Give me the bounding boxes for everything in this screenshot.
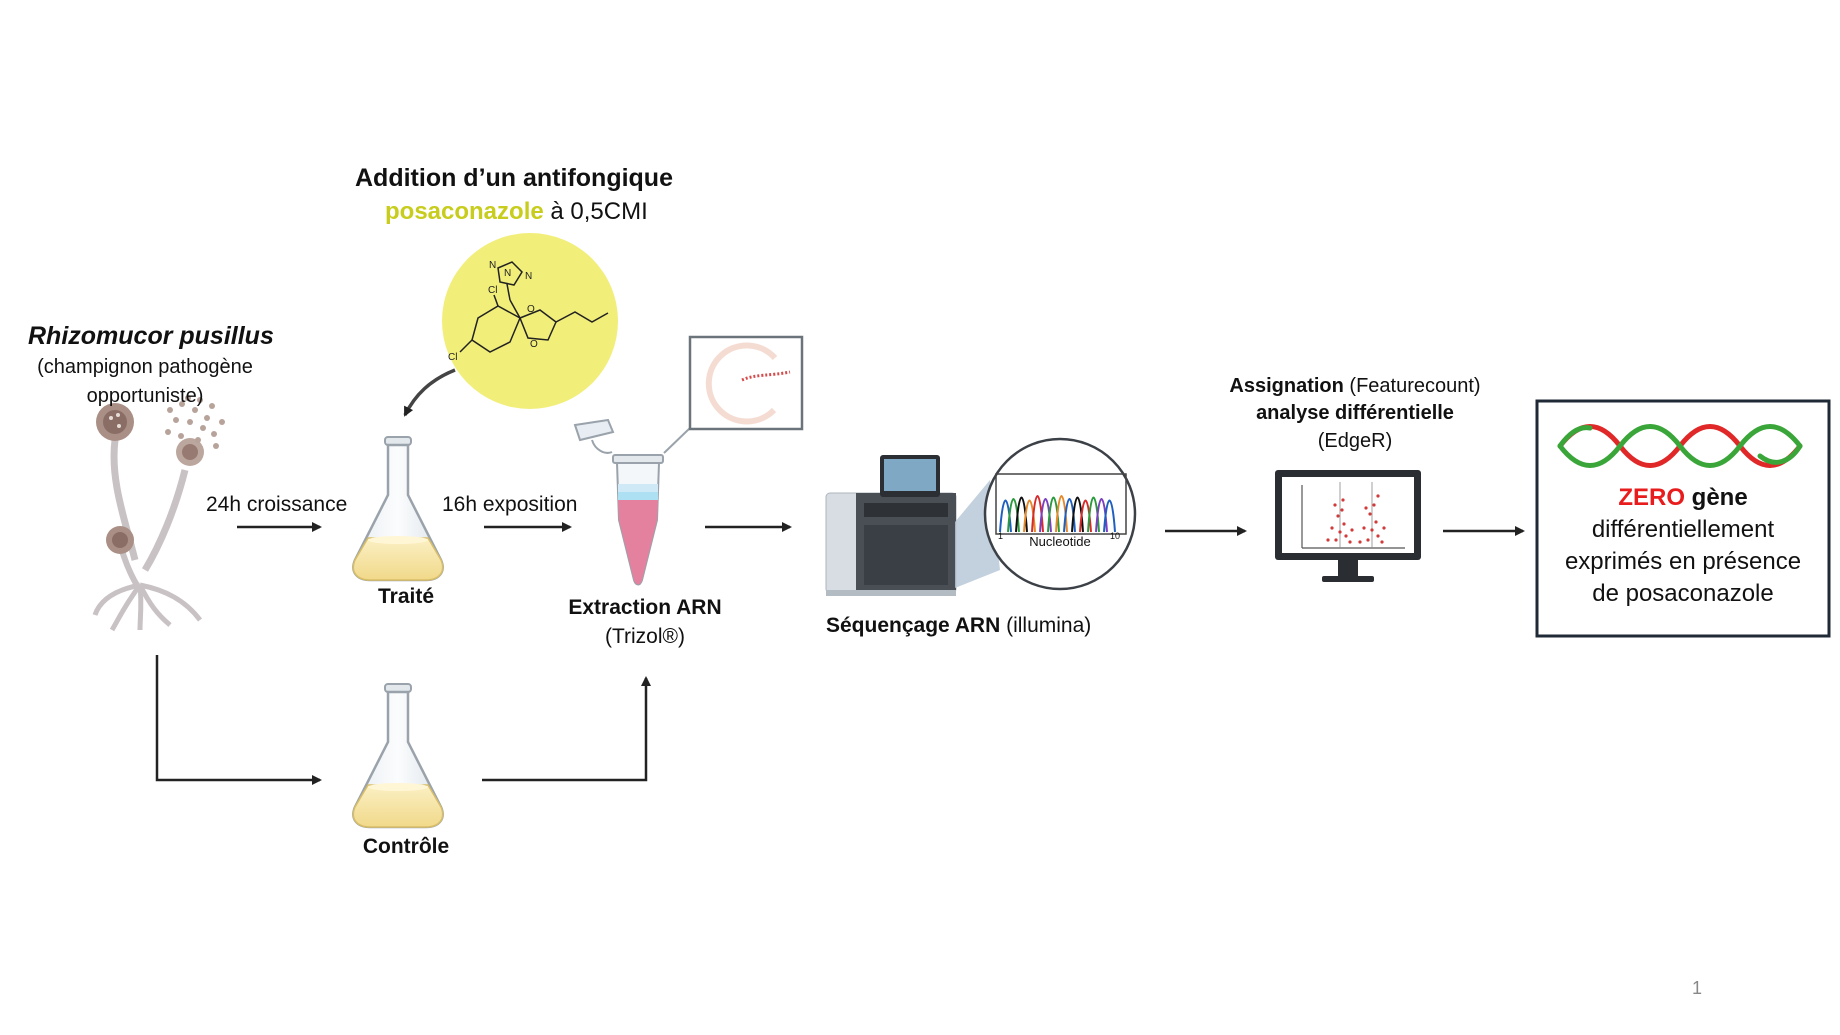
flow-arrows <box>155 522 1525 785</box>
posaconazole-molecule: N N N Cl Cl O O <box>442 233 618 409</box>
dna-helix-icon <box>1557 424 1803 468</box>
sequencer-machine <box>825 455 957 596</box>
analysis-label: analyse différentielle <box>1256 402 1454 424</box>
addition-dose-line: posaconazole à 0,5CMI <box>385 198 648 226</box>
drug-dose: à 0,5CMI <box>543 198 648 225</box>
rna-zoom-frame <box>663 335 804 454</box>
flask-treated <box>352 436 444 582</box>
zero-word: ZERO <box>1618 484 1685 511</box>
flask-control <box>352 683 444 829</box>
assignation-label: Assignation <box>1229 375 1344 397</box>
organism-desc-2: opportuniste) <box>86 385 204 407</box>
result-line-1: ZERO gène <box>1540 484 1826 512</box>
axis-end: 10 <box>1110 531 1121 541</box>
nucleotide-label: Nucleotide <box>1029 534 1091 549</box>
sequencing-sub: (illumina) <box>1000 614 1092 637</box>
result-line-3: exprimés en présence <box>1564 548 1802 575</box>
exposure-label: 16h exposition <box>442 493 578 516</box>
svg-text:N: N <box>489 260 496 271</box>
assignation-sub: (Featurecount) <box>1343 375 1481 397</box>
addition-arrow <box>403 368 456 417</box>
gene-word: gène <box>1684 484 1748 511</box>
sequencing-label: Séquençage ARN <box>826 614 1001 637</box>
arrow-control-to-extraction <box>482 676 651 782</box>
fungus-illustration <box>92 395 225 632</box>
svg-text:O: O <box>527 304 535 315</box>
axis-start: 1 <box>998 531 1004 541</box>
sequencing-line: Séquençage ARN (illumina) <box>826 614 1091 638</box>
assignation-line: Assignation (Featurecount) <box>1190 375 1520 398</box>
svg-text:Cl: Cl <box>448 352 457 363</box>
eppendorf-tube <box>573 418 664 586</box>
organism-desc-1: (champignon pathogène <box>37 356 253 378</box>
addition-title: Addition d’un antifongique <box>355 164 673 192</box>
result-line-2: différentiellement <box>1591 516 1775 543</box>
computer-monitor <box>1275 470 1421 582</box>
treated-label: Traité <box>377 585 435 608</box>
growth-label: 24h croissance <box>206 493 348 516</box>
page-number: 1 <box>1692 978 1703 998</box>
organism-name: Rhizomucor pusillus <box>28 322 274 350</box>
drug-name: posaconazole <box>385 198 544 225</box>
arrow-to-control <box>155 655 322 785</box>
extraction-sub: (Trizol®) <box>604 625 685 648</box>
svg-text:O: O <box>530 339 538 350</box>
svg-text:N: N <box>504 268 511 279</box>
chromatogram-zoom <box>955 437 1137 591</box>
edger-label: (EdgeR) <box>1317 430 1393 452</box>
result-line-4: de posaconazole <box>1592 580 1774 607</box>
svg-text:N: N <box>525 271 532 282</box>
extraction-label: Extraction ARN <box>568 596 722 619</box>
svg-text:Cl: Cl <box>488 285 497 296</box>
control-label: Contrôle <box>362 835 450 858</box>
